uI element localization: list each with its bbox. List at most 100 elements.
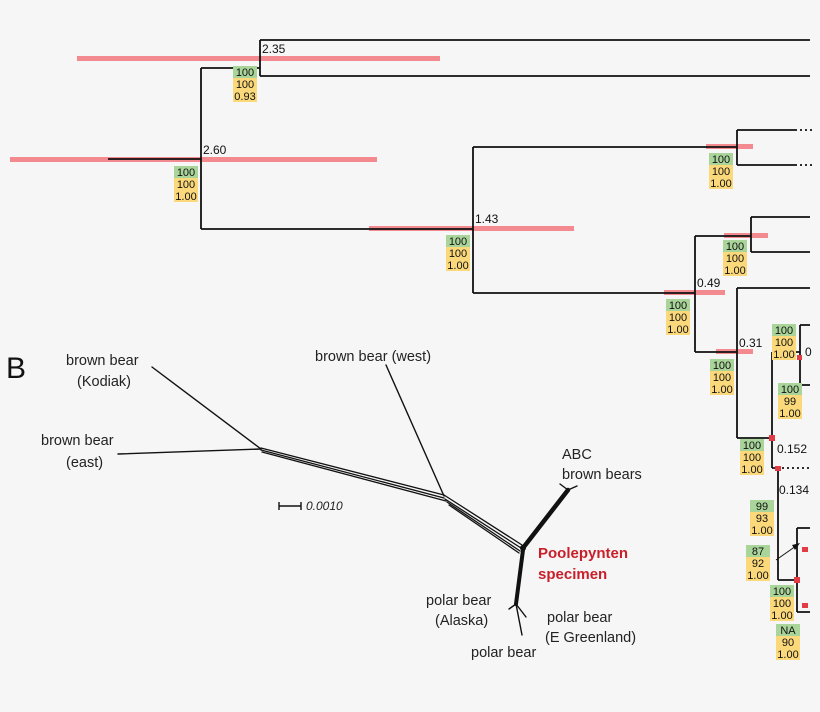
support-box [174,178,198,190]
support-box [233,78,257,90]
branch-n1 [201,39,810,77]
branch-n5 [695,287,810,438]
support-value: 100 [712,154,730,166]
support-box [750,524,774,536]
support-box [446,247,470,259]
support-value: 100 [726,241,744,253]
support-box [740,463,764,475]
label-west: brown bear (west) [315,349,431,365]
support-value: 1.00 [175,191,196,203]
support-box [776,624,800,636]
support-value: 100 [669,312,687,324]
support-box [746,557,770,569]
support-value: 100 [449,236,467,248]
support-box [770,609,794,621]
support-box [174,190,198,202]
support-value: 99 [756,501,768,513]
taxon-labels: brown bear (Kodiak) brown bear (east) br… [41,349,642,661]
support-box [740,439,764,451]
support-value: 90 [782,637,794,649]
branch-n3 [201,147,474,293]
edge-internal-1 [260,447,445,496]
support-value: 100 [713,360,731,372]
edge-polar-greenland [515,603,527,618]
support-value: 100 [177,167,195,179]
support-box [709,177,733,189]
support-value: 100 [449,248,467,260]
arrow-line [775,545,797,561]
panel-b-label: B [6,352,26,385]
support-value: 100 [236,79,254,91]
label-poolepynten-line1: Poolepynten [538,545,628,562]
label-abc-line1: ABC [562,447,592,463]
support-value: 99 [784,396,796,408]
edge-east [117,448,262,455]
edge-hub-1 [443,494,523,546]
support-value: NA [780,625,796,637]
branch-n4 [473,236,696,352]
support-value: 100 [177,179,195,191]
support-box [666,323,690,335]
node-markers [769,355,808,608]
label-polar: polar bear [471,645,536,661]
scale-bar: 0.0010 [278,499,343,513]
node-age-n7: 0.134 [779,483,809,497]
node-age-n2: 2.60 [203,143,227,157]
ci-bars [10,56,768,354]
label-kodiak-line2: (Kodiak) [77,374,131,390]
support-box [233,90,257,102]
node-age-n6: 0.152 [777,442,807,456]
support-box [233,66,257,78]
support-value: 92 [752,558,764,570]
support-value: 100 [669,300,687,312]
support-value: 100 [726,253,744,265]
support-value: 1.00 [771,610,792,622]
node-age-n1: 2.35 [262,42,286,56]
support-box [709,165,733,177]
support-value: 1.00 [747,570,768,582]
arrow-head [792,543,800,550]
support-value: 100 [743,440,761,452]
node-age-n4: 0.49 [697,276,721,290]
support-box [446,259,470,271]
support-box [710,359,734,371]
node-marker [794,577,800,583]
support-box [778,383,802,395]
edge-internal-2 [260,449,445,499]
edge-internal-3 [261,451,447,502]
support-box [723,264,747,276]
support-value: 93 [756,513,768,525]
edge-polar-alaska [508,603,517,610]
support-value: 1.00 [711,384,732,396]
edge-hub-2 [444,498,522,549]
support-box [772,336,796,348]
edge-polar [514,548,525,606]
support-value: 1.00 [667,324,688,336]
support-value: 87 [752,546,764,558]
node-age-n8: 0 [805,345,812,359]
dotted-tips [782,129,812,469]
label-east-line2: (east) [66,455,103,471]
support-value: 0.93 [234,91,255,103]
support-box [666,311,690,323]
label-alaska-line2: (Alaska) [435,613,488,629]
support-box [772,324,796,336]
edge-kodiak [151,366,262,450]
support-box [770,597,794,609]
label-alaska-line1: polar bear [426,593,491,609]
support-value: 100 [773,598,791,610]
edge-abc-tip-1 [559,483,569,491]
support-box [778,395,802,407]
support-box [776,648,800,660]
support-box [710,383,734,395]
branch-b [695,216,810,253]
